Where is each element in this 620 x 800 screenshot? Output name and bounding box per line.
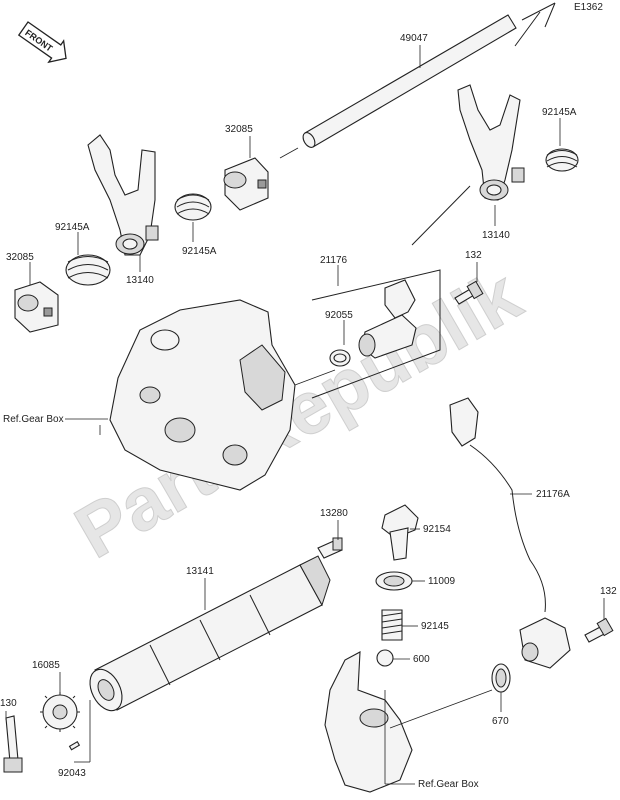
pin-13280 — [317, 537, 343, 559]
front-direction-badge: FRONT — [17, 21, 67, 64]
label-ref-gear-box-left: Ref.Gear Box — [3, 414, 64, 425]
bolt-132-right — [584, 617, 614, 643]
label-92145: 92145 — [421, 621, 449, 632]
label-92055: 92055 — [325, 310, 353, 321]
label-16085: 16085 — [32, 660, 60, 671]
label-ref-gear-box-bottom: Ref.Gear Box — [418, 779, 479, 790]
gear-box-housing — [109, 299, 336, 491]
spring-92145 — [381, 609, 403, 641]
leader-lines — [5, 45, 605, 785]
sensor-harness — [449, 397, 571, 669]
label-11009: 11009 — [428, 576, 456, 587]
label-13280: 13280 — [320, 508, 348, 519]
pin-92043 — [68, 741, 81, 751]
guide-32085-left — [14, 281, 59, 333]
assembly-outline — [411, 2, 556, 246]
label-670: 670 — [492, 716, 509, 727]
shift-fork-left — [87, 134, 159, 256]
label-13140-left: 13140 — [126, 275, 154, 286]
o-ring-670 — [491, 663, 511, 693]
washer-11009 — [375, 571, 413, 591]
plug-92154 — [381, 504, 419, 561]
label-132-right: 132 — [600, 586, 617, 597]
shift-rod — [279, 14, 517, 159]
label-92043: 92043 — [58, 768, 86, 779]
label-600: 600 — [413, 654, 430, 665]
label-92145a-left: 92145A — [55, 222, 90, 233]
label-130: 130 — [0, 698, 17, 709]
spring-92145a-right — [545, 148, 579, 172]
label-13141: 13141 — [186, 566, 214, 577]
shift-drum — [89, 555, 331, 712]
gear-16085 — [40, 692, 80, 732]
label-49047: 49047 — [400, 33, 428, 44]
part-labels: 49047 32085 92145A 13140 92145A 92145A 1… — [0, 33, 617, 790]
shift-fork-right — [457, 84, 525, 201]
spring-92145a-left — [65, 254, 111, 286]
label-92154: 92154 — [423, 524, 451, 535]
gear-box-lower — [324, 651, 493, 793]
gear-position-sensor — [311, 269, 441, 399]
label-21176a: 21176A — [536, 489, 570, 500]
label-21176: 21176 — [320, 255, 348, 266]
diagram-code: E1362 — [574, 2, 603, 13]
bolt-132-top — [454, 280, 484, 305]
label-13140-right: 13140 — [482, 230, 510, 241]
label-32085-top: 32085 — [225, 124, 253, 135]
spring-92145a-mid — [174, 193, 212, 221]
label-32085-left: 32085 — [6, 252, 34, 263]
label-92145a-right: 92145A — [542, 107, 577, 118]
label-132-top: 132 — [465, 250, 482, 261]
label-92145a-mid: 92145A — [182, 246, 217, 257]
ball-600 — [376, 649, 394, 667]
guide-32085-top — [223, 157, 269, 211]
bolt-130 — [3, 715, 23, 773]
